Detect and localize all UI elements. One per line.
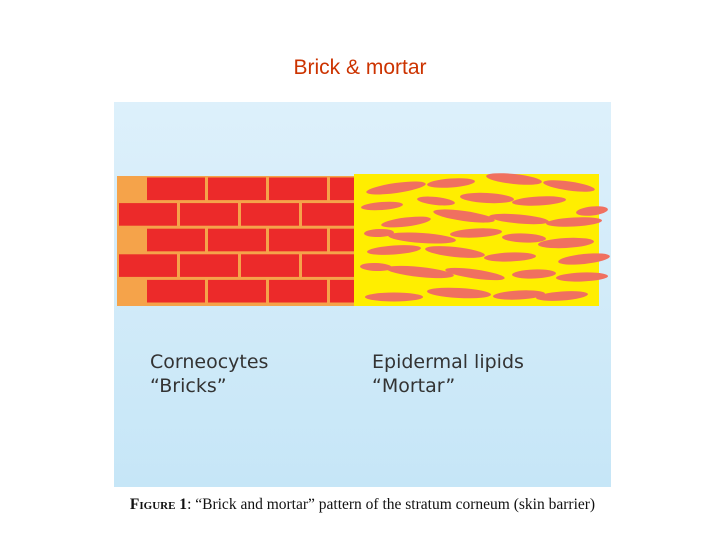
- lipid-lamella: [360, 262, 392, 272]
- lipid-lamella: [576, 206, 608, 216]
- lipid-lamella: [367, 245, 421, 255]
- lipids-label-line2: “Mortar”: [372, 375, 456, 397]
- lipid-lamella: [512, 269, 556, 279]
- lipid-lamella: [366, 181, 426, 195]
- lipid-lamella: [364, 228, 394, 238]
- caption-text: “Brick and mortar” pattern of the stratu…: [191, 496, 596, 513]
- corneocyte-brick: [269, 228, 327, 252]
- lipid-lamella: [493, 290, 545, 300]
- corneocyte-brick: [269, 279, 327, 303]
- corneocyte-brick: [302, 203, 354, 226]
- lipid-lamella: [484, 252, 536, 262]
- lipid-lamella: [450, 228, 502, 238]
- lipid-lamella: [502, 233, 546, 243]
- lipid-lamella: [417, 196, 455, 206]
- lipid-lamella: [460, 192, 514, 204]
- caption-separator: :: [187, 496, 192, 513]
- lipid-lamella: [536, 291, 588, 301]
- lipid-mortar: [354, 173, 610, 306]
- figure-label: Figure 1: [129, 496, 188, 513]
- lipid-lamella: [546, 217, 602, 227]
- corneocyte-brick: [302, 254, 354, 277]
- corneocyte-bricks: [117, 176, 357, 306]
- diagram-panel: Corneocytes “Bricks” Epidermal lipids “M…: [114, 102, 611, 487]
- lipids-label: Epidermal lipids “Mortar”: [372, 350, 524, 398]
- lipid-lamella: [386, 265, 454, 279]
- corneocyte-brick: [330, 228, 354, 252]
- brick-edge: [144, 228, 147, 252]
- brick-edge: [144, 279, 147, 303]
- brick-mortar-illustration: [117, 173, 610, 306]
- lipid-lamella: [361, 201, 403, 211]
- lipid-lamella: [425, 246, 485, 258]
- figure-caption: Figure 1: “Brick and mortar” pattern of …: [114, 494, 611, 515]
- lipid-lamella: [558, 253, 610, 265]
- corneocytes-label-line2: “Bricks”: [150, 375, 227, 397]
- corneocyte-brick: [147, 177, 205, 201]
- corneocyte-brick: [147, 228, 205, 252]
- lipid-lamella: [489, 213, 549, 225]
- corneocyte-brick: [208, 177, 266, 201]
- corneocyte-brick: [180, 254, 238, 277]
- lipid-lamella: [445, 267, 505, 281]
- lipid-lamella: [543, 180, 595, 192]
- corneocyte-brick: [208, 228, 266, 252]
- corneocyte-brick: [241, 203, 299, 226]
- corneocyte-brick: [330, 279, 354, 303]
- corneocyte-brick: [180, 203, 238, 226]
- corneocyte-brick: [269, 177, 327, 201]
- lipid-lamella: [388, 232, 456, 244]
- lipid-lamella: [538, 237, 594, 249]
- corneocytes-label: Corneocytes “Bricks”: [150, 350, 268, 398]
- corneocyte-brick: [330, 177, 354, 201]
- corneocyte-brick: [119, 203, 177, 226]
- corneocyte-brick: [241, 254, 299, 277]
- corneocytes-label-line1: Corneocytes: [150, 351, 269, 373]
- slide-title: Brick & mortar: [293, 56, 427, 79]
- lipid-lamella: [381, 216, 431, 228]
- lipid-lamella: [427, 178, 475, 188]
- corneocyte-brick: [147, 279, 205, 303]
- lipids-label-line1: Epidermal lipids: [372, 351, 524, 373]
- lipid-lamella: [486, 173, 542, 185]
- lipid-lamella: [365, 292, 423, 302]
- lipid-lamella: [433, 209, 495, 223]
- lipid-lamella: [556, 272, 608, 282]
- lipid-lamella: [512, 196, 566, 206]
- corneocyte-brick: [208, 279, 266, 303]
- brick-edge: [144, 177, 147, 201]
- lipid-lamella: [427, 287, 491, 299]
- corneocyte-brick: [119, 254, 177, 277]
